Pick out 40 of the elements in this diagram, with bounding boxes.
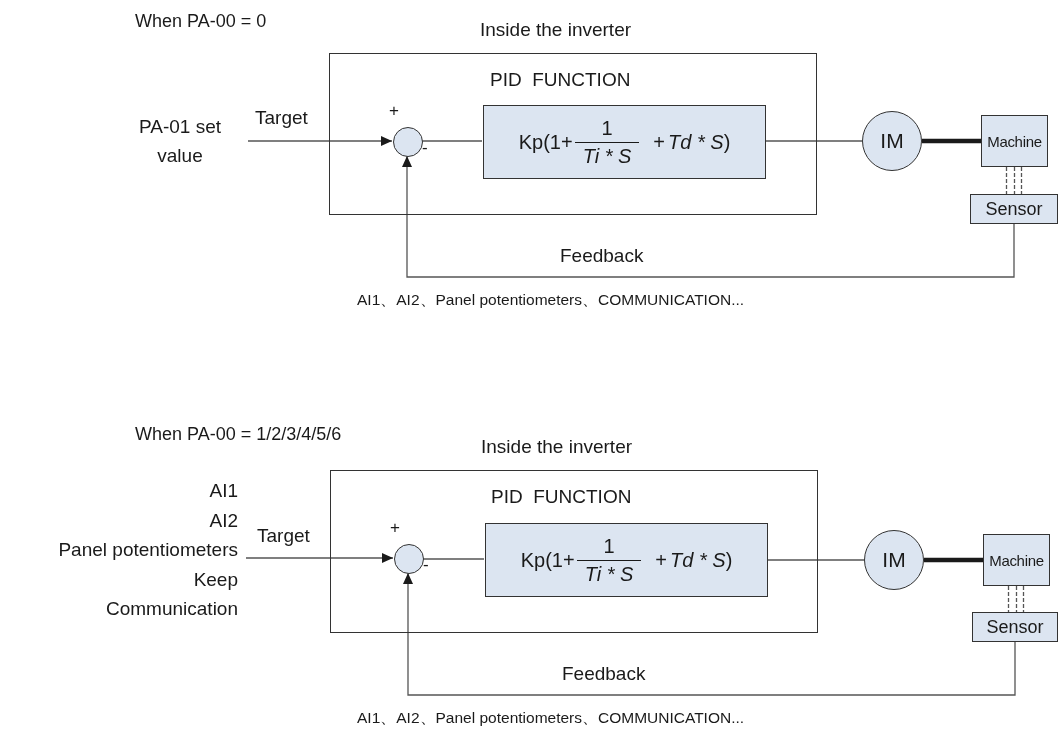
summing-junction: [393, 127, 423, 157]
sign-label: -: [423, 556, 429, 574]
machine-box: Machine: [981, 115, 1048, 167]
coupling-lines: [1005, 166, 1023, 195]
connector-line: [421, 140, 483, 142]
arrow: [403, 572, 1016, 696]
sensor-box: Sensor: [972, 612, 1058, 642]
source-note: AI1、AI2、Panel potentiometers、COMMUNICATION...: [357, 290, 745, 310]
arrow: [247, 136, 393, 146]
connector-line: [422, 558, 485, 560]
pid-box: [483, 105, 766, 179]
box-title: PID FUNCTION: [491, 485, 632, 509]
machine-box: Machine: [983, 534, 1050, 586]
sign-label: +: [390, 519, 400, 537]
coupling-lines: [1007, 585, 1025, 613]
shaft-line: [922, 138, 981, 144]
box-title: PID FUNCTION: [490, 68, 631, 92]
source-note: AI1、AI2、Panel potentiometers、COMMUNICATION...: [357, 708, 745, 728]
arrow: [245, 553, 394, 563]
sign-label: -: [422, 139, 428, 157]
connector-line: [764, 140, 863, 142]
box-heading: Inside the inverter: [480, 18, 632, 42]
box-heading: Inside the inverter: [481, 435, 633, 459]
summing-junction: [394, 544, 424, 574]
sign-label: +: [389, 102, 399, 120]
arrow: [402, 155, 1015, 278]
connector-line: [766, 559, 865, 561]
source-label: AI2: [209, 508, 238, 533]
input-label: PA-01 set value: [120, 112, 248, 170]
condition-label: When PA-00 = 1/2/3/4/5/6: [135, 423, 342, 445]
source-label: Panel potentiometers: [58, 538, 238, 562]
source-label: Communication: [106, 597, 238, 621]
condition-label: When PA-00 = 0: [135, 10, 267, 32]
shaft-line: [924, 557, 983, 563]
motor-circle: IM: [862, 111, 922, 171]
source-label: Keep: [193, 567, 238, 592]
motor-circle: IM: [864, 530, 924, 590]
pid-box: [485, 523, 768, 597]
source-label: AI1: [209, 479, 238, 503]
sensor-box: Sensor: [970, 194, 1058, 224]
